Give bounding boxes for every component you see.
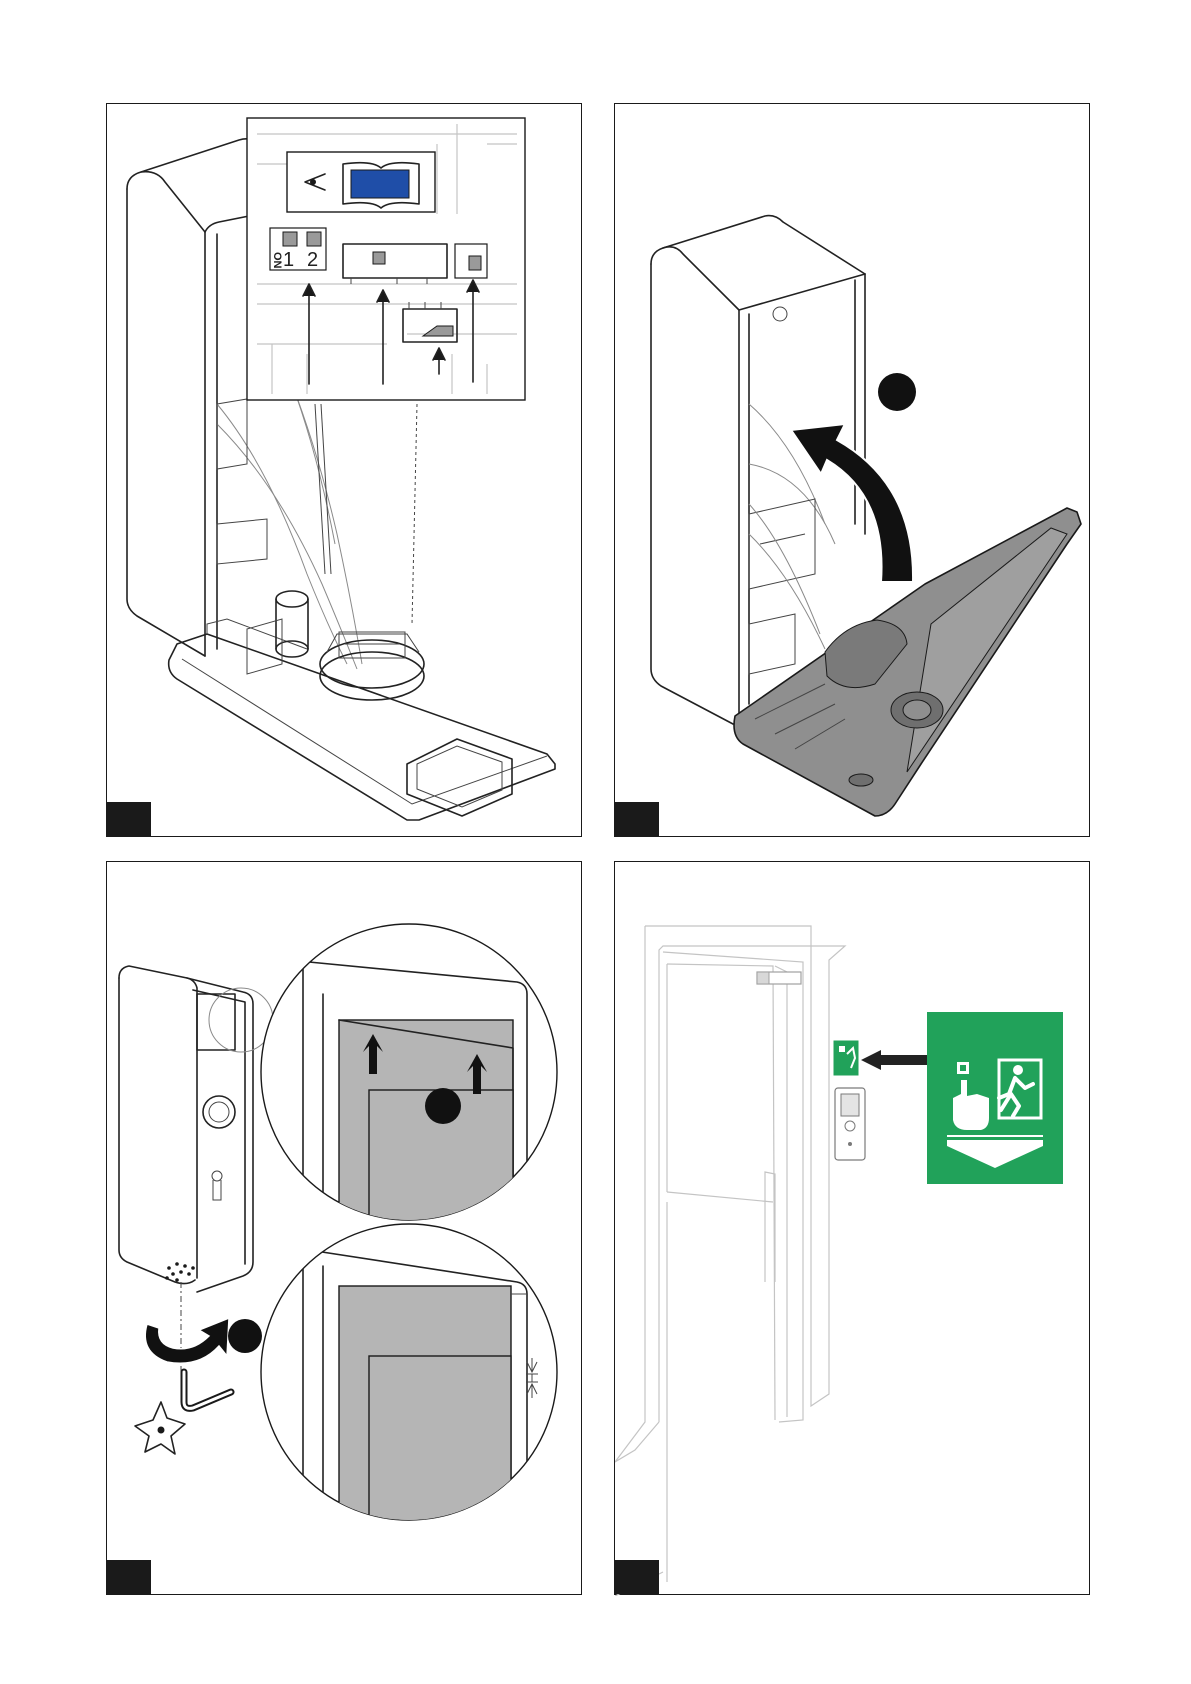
step-marker-dot	[878, 373, 916, 411]
step-panel-open-housing: ON 1 2	[106, 103, 582, 837]
step-panel-exit-sign	[614, 861, 1090, 1595]
dip-switch-2-label: 2	[307, 249, 318, 271]
mounting-arrow-icon	[861, 1050, 927, 1070]
wall-device	[835, 1088, 865, 1160]
hex-key-icon	[184, 1372, 231, 1408]
door-installation-illustration	[615, 862, 1091, 1596]
fasten-cover-illustration	[107, 862, 583, 1596]
small-exit-sign	[833, 1040, 859, 1076]
open-cover-arrow-icon	[791, 424, 913, 582]
step-panel-close-cover	[614, 103, 1090, 837]
step-number-tab	[107, 802, 151, 836]
open-housing-illustration: ON 1 2	[107, 104, 583, 838]
close-cover-illustration	[615, 104, 1091, 838]
step-marker-dot-2	[228, 1319, 262, 1353]
dip-switch-on-label: ON	[271, 252, 283, 269]
detail-circle-bottom	[261, 1224, 557, 1586]
emergency-exit-sign-icon	[927, 1012, 1063, 1184]
step-number-tab	[615, 802, 659, 836]
step-number-tab	[615, 1560, 659, 1594]
star-screw-icon	[135, 1402, 185, 1454]
dip-switch-1-label: 1	[283, 249, 294, 271]
rotate-screw-arrow-icon	[145, 1318, 229, 1363]
step-panel-fasten-cover	[106, 861, 582, 1595]
step-number-tab	[107, 1560, 151, 1594]
